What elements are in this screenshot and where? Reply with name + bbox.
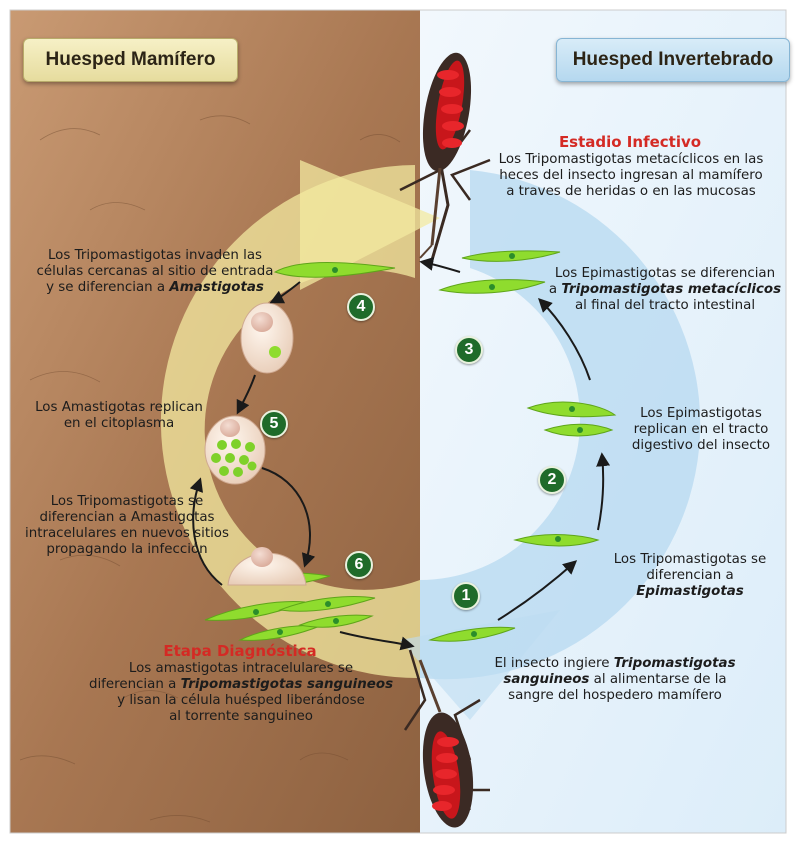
insect-feeding-text: El insecto ingiere Tripomastigotas sangu… <box>470 656 760 704</box>
diagnostic-stage-title: Etapa Diagnóstica <box>150 643 330 659</box>
spread-infection-text: Los Tripomastigotas se diferencian a Ama… <box>22 494 232 558</box>
diagnostic-stage-text: Los amastigotas intracelulares se difere… <box>76 661 406 725</box>
step-badge-2: 2 <box>538 466 566 494</box>
step-5-text: Los Amastigotas replican en el citoplasm… <box>24 400 214 432</box>
host-cell-replicating <box>205 416 265 484</box>
step-badge-1: 1 <box>452 582 480 610</box>
step-badge-5: 5 <box>260 410 288 438</box>
step-4-text: Los Tripomastigotas invaden las células … <box>24 248 286 296</box>
header-mammal-host: Huesped Mamífero <box>23 38 238 82</box>
step-badge-4: 4 <box>347 293 375 321</box>
infective-stage-text: Los Tripomastigotas metacíclicos en las … <box>478 152 784 200</box>
host-cell-infected <box>241 303 293 373</box>
infective-stage-title: Estadio Infectivo <box>520 134 740 150</box>
header-invertebrate-host: Huesped Invertebrado <box>556 38 790 82</box>
step-badge-3: 3 <box>455 336 483 364</box>
step-2-text: Los Epimastigotas replican en el tracto … <box>617 406 785 454</box>
step-badge-6: 6 <box>345 551 373 579</box>
step-1-text: Los Tripomastigotas se diferencian a Epi… <box>592 552 788 600</box>
step-3-text: Los Epimastigotas se diferencian a Tripo… <box>545 266 785 314</box>
